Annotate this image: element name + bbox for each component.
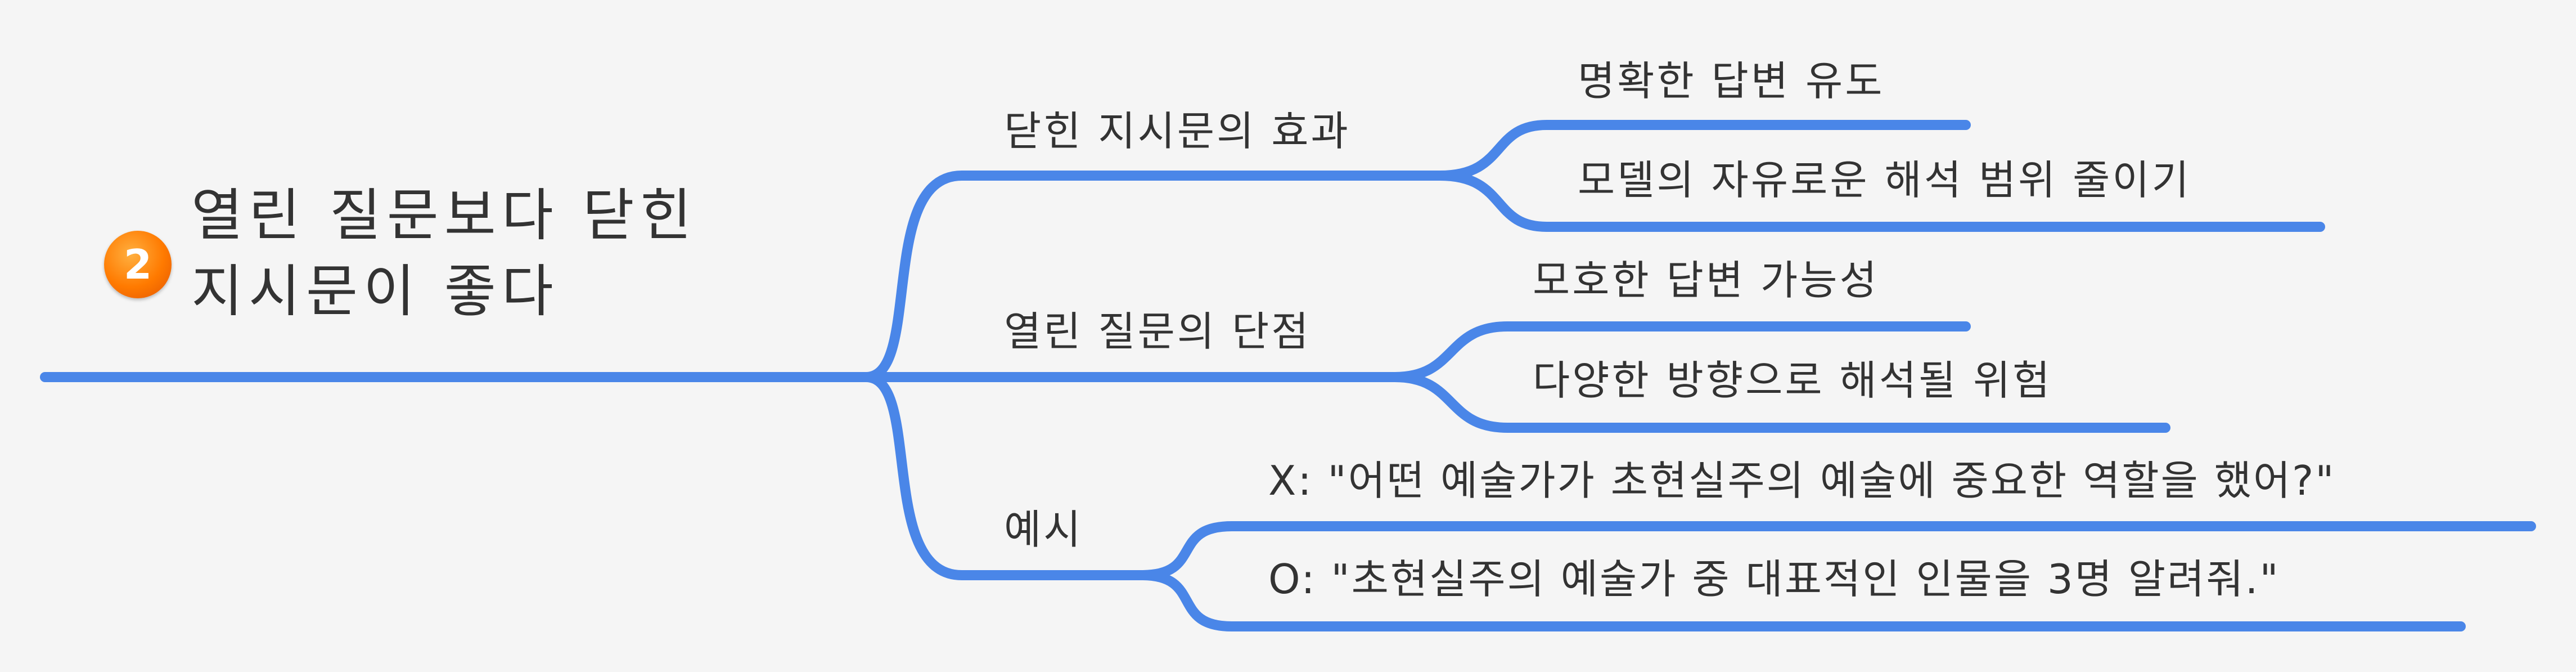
root-topic[interactable]: 열린 질문보다 닫힌 지시문이 좋다 bbox=[191, 177, 697, 329]
leaf-connector-1-1 bbox=[1435, 120, 1971, 181]
leaf-misinterpretation-risk[interactable]: 다양한 방향으로 해석될 위험 bbox=[1533, 357, 2052, 404]
root-topic-line-2: 지시문이 좋다 bbox=[191, 258, 559, 324]
topic-number-badge: 2 bbox=[104, 231, 172, 298]
root-topic-line-1: 열린 질문보다 닫힌 bbox=[191, 182, 697, 248]
leaf-connector-2-2 bbox=[1390, 372, 2170, 433]
branch-connector-3 bbox=[861, 372, 1147, 580]
branch-examples[interactable]: 예시 bbox=[1004, 506, 1083, 553]
branch-open-question-drawbacks[interactable]: 열린 질문의 단점 bbox=[1004, 308, 1311, 355]
leaf-clear-answer[interactable]: 명확한 답변 유도 bbox=[1578, 57, 1885, 105]
leaf-connector-3-2 bbox=[1137, 570, 2466, 631]
leaf-bad-example[interactable]: X: "어떤 예술가가 초현실주의 예술에 중요한 역할을 했어?" bbox=[1268, 457, 2336, 504]
leaf-connector-3-1 bbox=[1137, 521, 2536, 580]
branch-connector-1 bbox=[861, 171, 1445, 382]
leaf-connector-2-1 bbox=[1390, 321, 1971, 382]
leaf-ambiguous-answer[interactable]: 모호한 답변 가능성 bbox=[1533, 257, 1879, 304]
leaf-reduce-interpretation[interactable]: 모델의 자유로운 해석 범위 줄이기 bbox=[1578, 156, 2191, 204]
branch-closed-instruction-effects[interactable]: 닫힌 지시문의 효과 bbox=[1004, 107, 1350, 155]
leaf-good-example[interactable]: O: "초현실주의 예술가 중 대표적인 인물을 3명 알려줘." bbox=[1268, 555, 2280, 603]
leaf-connector-1-2 bbox=[1435, 171, 2325, 232]
